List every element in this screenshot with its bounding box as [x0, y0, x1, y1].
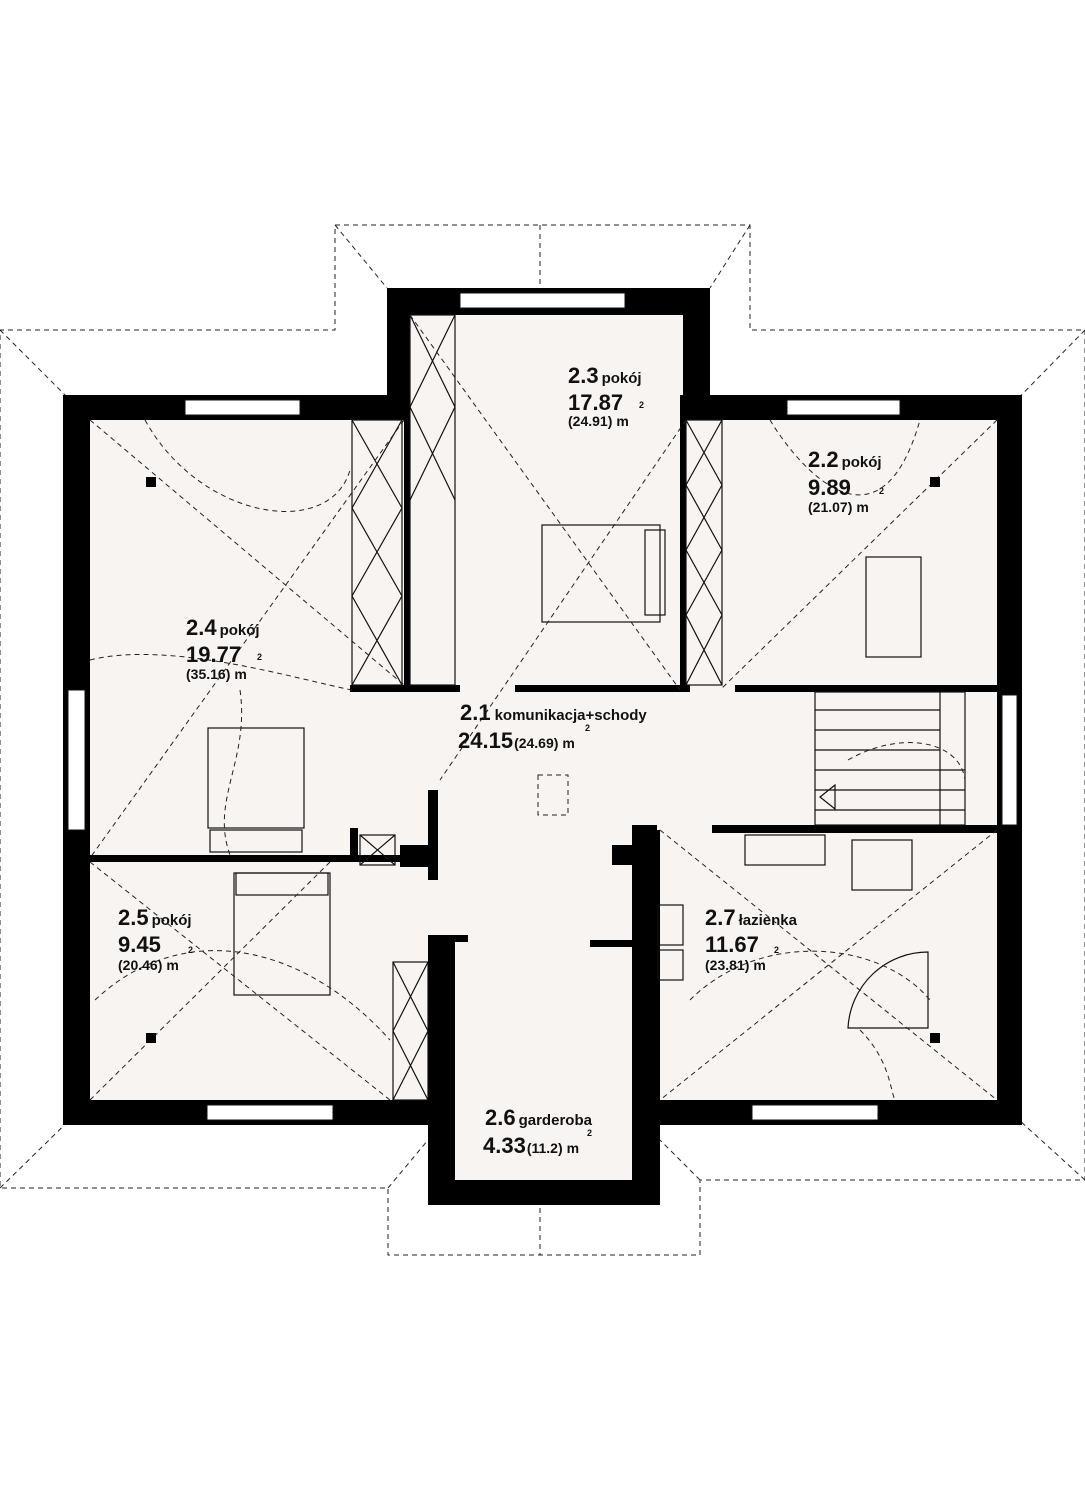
ceiling-lines [89, 314, 998, 1101]
room-name: pokój [602, 370, 642, 387]
beds [207, 524, 929, 1029]
svg-text:(20.46)m: (20.46)m [118, 957, 179, 973]
svg-text:24.15(24.69)m: 24.15(24.69)m [458, 728, 575, 753]
svg-text:(24.91)m: (24.91)m [568, 413, 629, 429]
svg-text:2: 2 [639, 400, 644, 410]
svg-text:2: 2 [774, 945, 779, 955]
svg-text:4.33(11.2)m: 4.33(11.2)m [483, 1133, 579, 1158]
svg-text:9.89: 9.89 [808, 475, 851, 500]
svg-text:(35.16)m: (35.16)m [186, 666, 247, 682]
room-area: 17.87 [568, 390, 623, 415]
stairs [814, 691, 966, 826]
svg-text:2: 2 [585, 723, 590, 733]
svg-text:2: 2 [879, 486, 884, 496]
wardrobes [351, 314, 723, 1101]
svg-text:2: 2 [587, 1128, 592, 1138]
svg-text:(21.07)m: (21.07)m [808, 499, 869, 515]
svg-text:11.67: 11.67 [705, 932, 759, 957]
svg-text:(23.81)m: (23.81)m [705, 957, 766, 973]
windows [67, 292, 1018, 1121]
room-number: 2.3 [568, 363, 599, 388]
svg-text:19.77: 19.77 [186, 642, 241, 667]
svg-text:2: 2 [188, 945, 193, 955]
floor [63, 288, 1022, 1205]
svg-text:9.45: 9.45 [118, 932, 161, 957]
svg-text:2: 2 [257, 652, 262, 662]
